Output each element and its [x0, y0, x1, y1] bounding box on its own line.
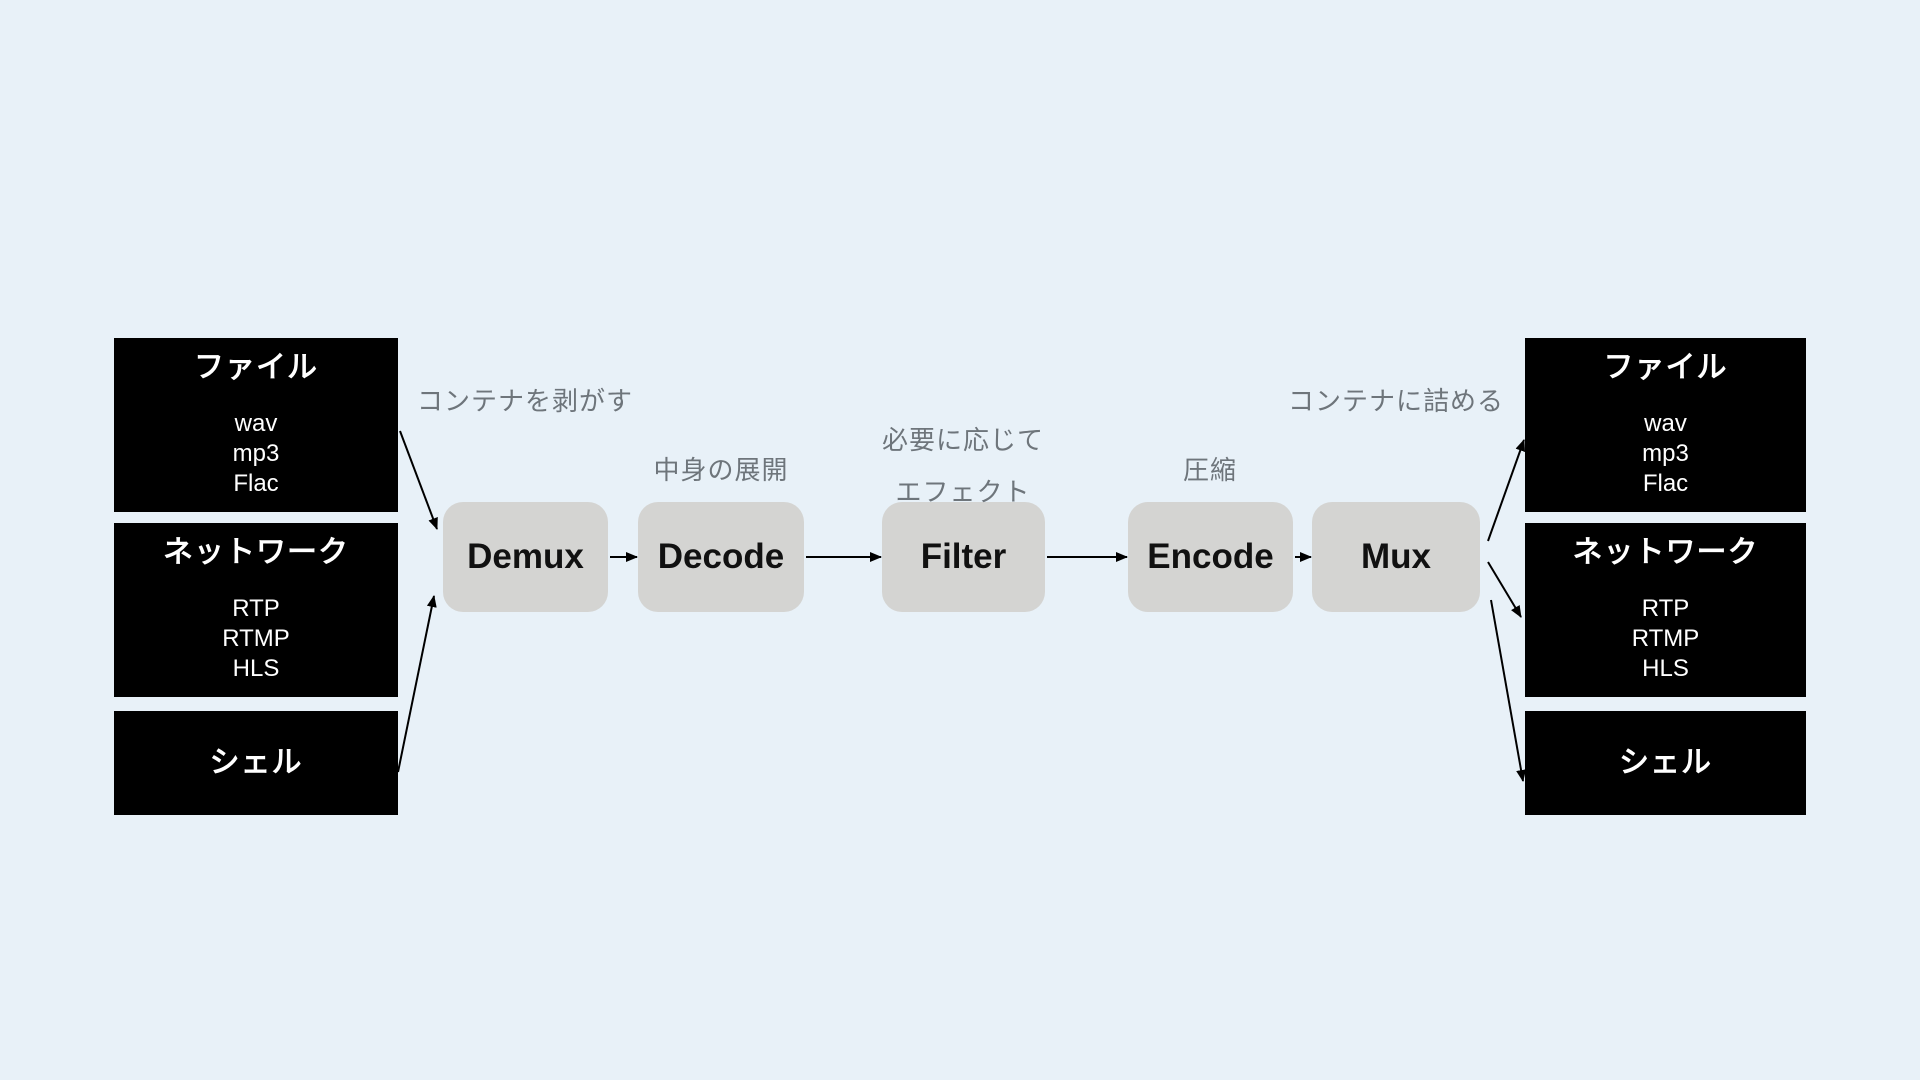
- stage-filter: Filter: [882, 502, 1045, 612]
- arrow-shell-to-demux: [397, 595, 437, 773]
- stage-encode-label: Encode: [1147, 537, 1274, 576]
- source-network-item: HLS: [232, 655, 280, 682]
- source-network-title: ネットワーク: [163, 536, 349, 569]
- source-file-item: wav: [234, 410, 278, 437]
- output-file-item: mp3: [1642, 440, 1689, 467]
- source-file-item: Flac: [233, 470, 279, 497]
- source-file-title: ファイル: [194, 351, 318, 384]
- annotation-filter-line1: 必要に応じて: [881, 425, 1045, 455]
- arrow-mux-to-shell: [1490, 599, 1527, 782]
- source-box-network: ネットワーク RTP RTMP HLS: [114, 523, 398, 697]
- stage-mux: Mux: [1312, 502, 1480, 612]
- arrow-mux-to-file: [1487, 439, 1526, 542]
- output-network-item: HLS: [1642, 655, 1689, 682]
- output-network-items: RTP RTMP HLS: [1525, 594, 1806, 684]
- annotation-filter-line2: エフェクト: [895, 477, 1031, 507]
- source-file-item: mp3: [232, 440, 280, 467]
- stage-encode: Encode: [1128, 502, 1293, 612]
- source-shell-title: シェル: [209, 746, 303, 779]
- output-box-shell: シェル: [1525, 711, 1806, 815]
- source-network-item: RTP: [232, 595, 280, 622]
- source-box-file: ファイル wav mp3 Flac: [114, 338, 398, 512]
- source-box-shell: シェル: [114, 711, 398, 815]
- output-shell-title: シェル: [1619, 746, 1712, 779]
- output-file-items: wav mp3 Flac: [1525, 409, 1806, 499]
- output-network-item: RTP: [1641, 595, 1690, 622]
- annotation-demux: コンテナを剥がす: [416, 386, 634, 416]
- output-box-file: ファイル wav mp3 Flac: [1525, 338, 1806, 512]
- output-file-title: ファイル: [1603, 351, 1728, 384]
- annotation-decode: 中身の展開: [653, 455, 789, 485]
- annotation-mux: コンテナに詰める: [1287, 386, 1505, 416]
- output-box-network: ネットワーク RTP RTMP HLS: [1525, 523, 1806, 697]
- output-network-item: RTMP: [1631, 625, 1700, 652]
- stage-demux-label: Demux: [467, 537, 584, 576]
- output-network-title: ネットワーク: [1572, 536, 1759, 569]
- source-network-items: RTP RTMP HLS: [114, 594, 398, 684]
- output-file-item: Flac: [1642, 470, 1689, 497]
- arrow-file-to-demux: [399, 430, 438, 530]
- stage-filter-label: Filter: [920, 537, 1007, 576]
- annotation-filter: 必要に応じて エフェクト: [882, 414, 1044, 518]
- annotation-encode: 圧縮: [1182, 455, 1238, 485]
- stage-demux: Demux: [443, 502, 608, 612]
- arrow-mux-to-network: [1487, 561, 1522, 618]
- stage-decode: Decode: [638, 502, 804, 612]
- output-file-item: wav: [1644, 410, 1687, 437]
- stage-mux-label: Mux: [1361, 537, 1431, 576]
- stage-decode-label: Decode: [657, 537, 785, 576]
- source-file-items: wav mp3 Flac: [114, 409, 398, 499]
- source-network-item: RTMP: [222, 625, 290, 652]
